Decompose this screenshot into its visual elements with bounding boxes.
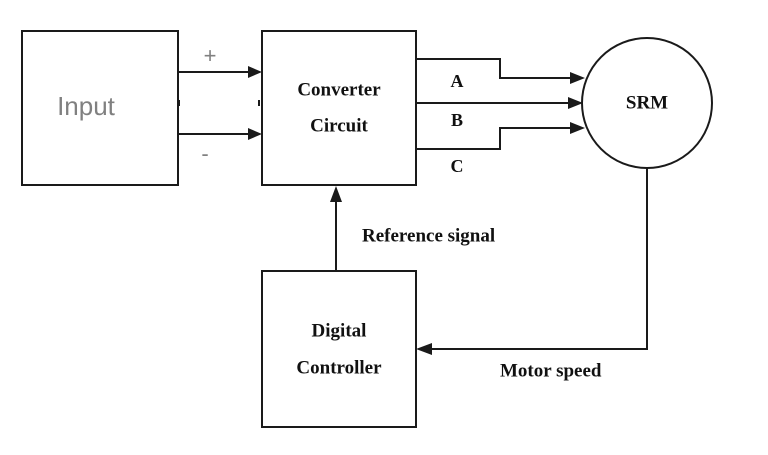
controller-label-line2: Controller bbox=[296, 357, 382, 378]
minus-sign-label: - bbox=[201, 141, 208, 166]
controller-label-line1: Digital bbox=[312, 320, 367, 341]
phase-a-label: A bbox=[451, 71, 464, 91]
phase-a-arrowhead bbox=[570, 72, 585, 84]
phase-c-label: C bbox=[451, 156, 464, 176]
input-block-label: Input bbox=[57, 91, 116, 121]
input-block bbox=[21, 30, 179, 186]
negative-rail-arrowhead bbox=[248, 128, 262, 140]
motor-speed-wire bbox=[431, 168, 648, 350]
phase-a-wire bbox=[416, 58, 572, 79]
phase-b-label: B bbox=[451, 110, 463, 130]
motor-label: SRM bbox=[626, 92, 668, 113]
reference-signal-arrowhead bbox=[330, 186, 342, 202]
converter-label-line2: Circuit bbox=[310, 115, 368, 136]
converter-label-line1: Converter bbox=[297, 79, 381, 100]
converter-block bbox=[261, 30, 417, 186]
motor-speed-arrowhead bbox=[416, 343, 432, 355]
phase-b-arrowhead bbox=[568, 97, 583, 109]
motor-speed-label: Motor speed bbox=[500, 360, 602, 381]
phase-c-arrowhead bbox=[570, 122, 585, 134]
controller-block bbox=[261, 270, 417, 428]
positive-rail-arrowhead bbox=[248, 66, 262, 78]
plus-sign-label: + bbox=[204, 43, 217, 68]
reference-signal-label: Reference signal bbox=[362, 225, 495, 246]
phase-c-wire bbox=[416, 127, 572, 150]
